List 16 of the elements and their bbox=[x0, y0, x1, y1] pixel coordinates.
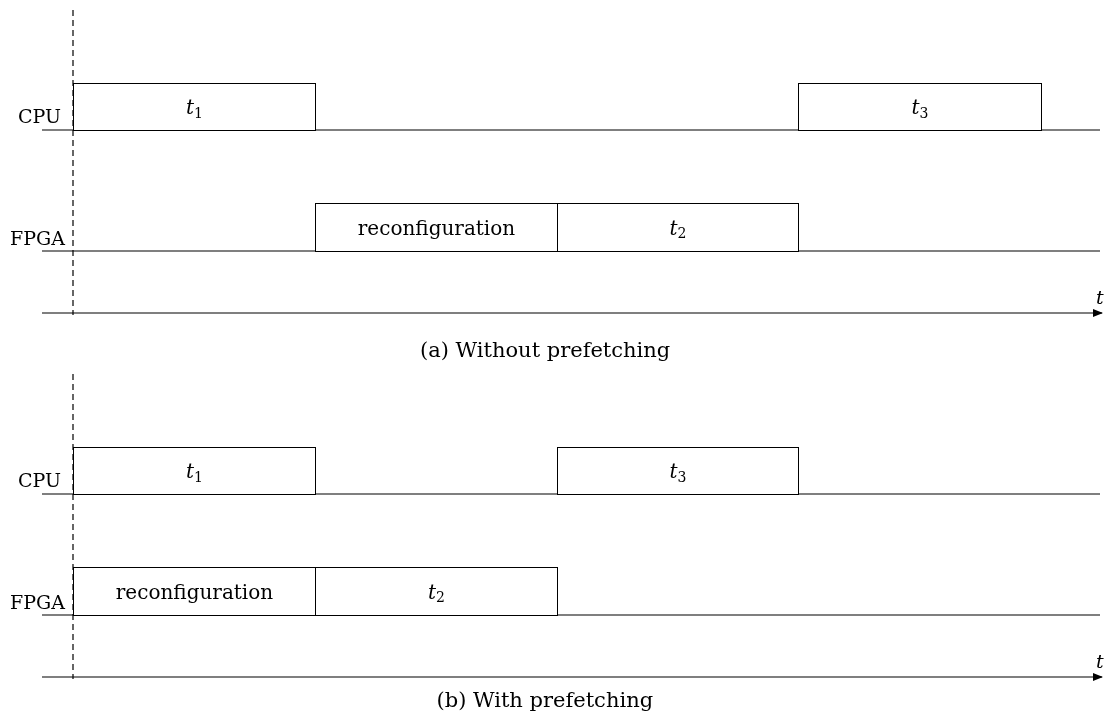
subfigure-caption: (b) With prefetching bbox=[436, 690, 654, 711]
task-bar: t$_{3}$ bbox=[557, 447, 799, 495]
task-bar: reconfiguration bbox=[315, 203, 558, 252]
row-label: CPU bbox=[18, 471, 61, 490]
task-bar: reconfiguration bbox=[73, 567, 316, 616]
task-bar: t$_{2}$ bbox=[315, 567, 558, 616]
subfigure-caption: (a) Without prefetching bbox=[420, 340, 671, 361]
task-bar: t$_{3}$ bbox=[798, 83, 1042, 131]
row-label: CPU bbox=[18, 107, 61, 126]
row-label: FPGA bbox=[10, 593, 65, 612]
axis-label: t bbox=[1096, 652, 1104, 671]
task-bar: t$_{1}$ bbox=[73, 447, 316, 495]
axis-label: t bbox=[1096, 288, 1104, 307]
task-bar: t$_{1}$ bbox=[73, 83, 316, 131]
row-label: FPGA bbox=[10, 229, 65, 248]
task-bar: t$_{2}$ bbox=[557, 203, 799, 252]
